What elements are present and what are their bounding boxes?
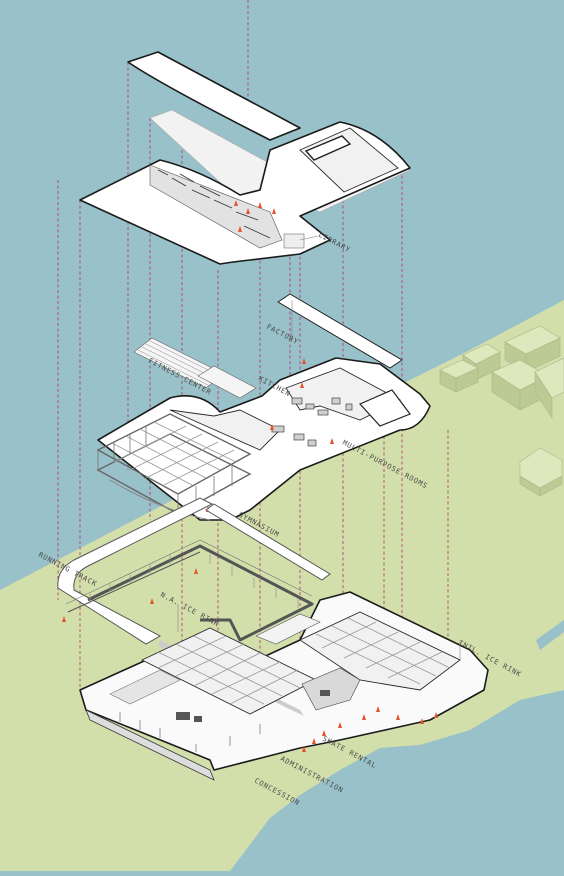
context-buildings: [439, 325, 564, 497]
water-inlet-small: [536, 620, 564, 650]
water-inlet: [300, 752, 392, 818]
factory-strip: [277, 293, 403, 369]
library-level: LIBRARY: [79, 109, 411, 265]
roof-plate: [127, 51, 301, 141]
gymnasium-frame: [96, 413, 252, 521]
